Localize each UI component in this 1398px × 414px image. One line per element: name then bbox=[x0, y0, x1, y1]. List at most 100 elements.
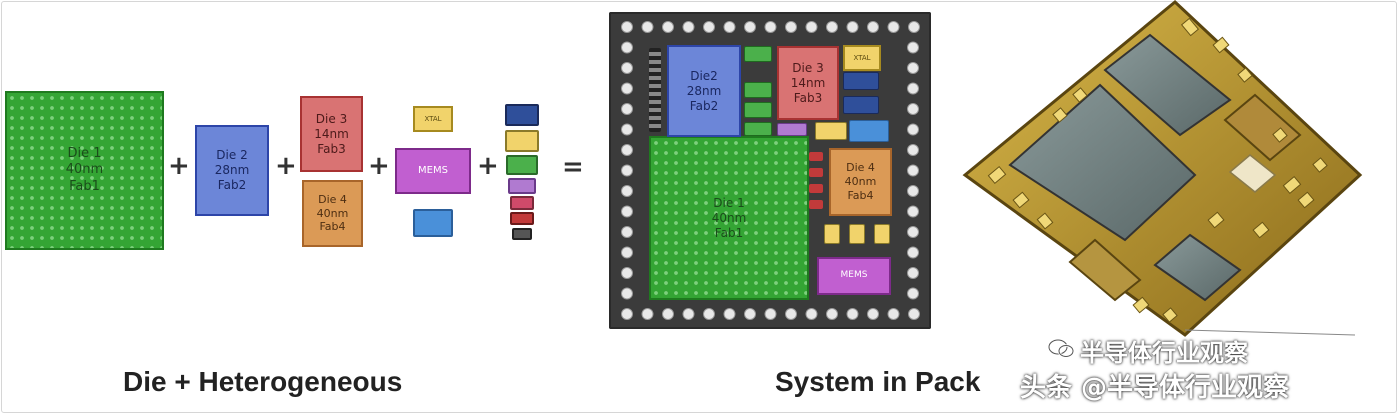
package-pad bbox=[621, 62, 633, 74]
board-wire bbox=[1184, 329, 1356, 336]
sip-yellow-cap-1 bbox=[824, 224, 840, 244]
package-pad bbox=[907, 144, 919, 156]
package-pad bbox=[662, 308, 674, 320]
package-pad bbox=[621, 164, 633, 177]
package-pad bbox=[703, 21, 715, 33]
sip-die4-block: Die 4 40nm Fab4 bbox=[829, 148, 892, 216]
sip-blue-passive-3 bbox=[849, 120, 889, 142]
sip-die3-node: 14nm bbox=[790, 75, 826, 90]
die3-node: 14nm bbox=[314, 126, 349, 141]
die1-block: Die 1 40nm Fab1 bbox=[5, 91, 164, 250]
package-pad bbox=[621, 82, 633, 95]
package-pad bbox=[621, 287, 633, 300]
package-pad bbox=[867, 21, 879, 33]
sip-die4-name: Die 4 bbox=[846, 161, 875, 175]
equals-sign: = bbox=[562, 152, 584, 182]
sip-blue-passive-1 bbox=[843, 72, 879, 90]
package-pad bbox=[908, 308, 920, 320]
package-pad bbox=[846, 308, 859, 320]
plus-sign-1: + bbox=[168, 151, 190, 181]
passive-resistor-1 bbox=[508, 178, 536, 194]
package-pad bbox=[764, 308, 777, 320]
sip-pad-ring bbox=[621, 21, 920, 320]
package-pad bbox=[621, 205, 633, 218]
sip-die1-fab: Fab1 bbox=[714, 225, 744, 240]
package-pad bbox=[907, 287, 919, 300]
mems-block: MEMS bbox=[395, 148, 471, 194]
package-pad bbox=[908, 21, 920, 33]
sip-die4-fab: Fab4 bbox=[847, 188, 874, 202]
package-pad bbox=[907, 185, 919, 197]
package-pad bbox=[703, 308, 715, 320]
die1-node: 40nm bbox=[65, 162, 104, 178]
package-pad bbox=[907, 123, 919, 136]
board-main-die bbox=[1008, 83, 1197, 242]
sip-die3-block: Die 3 14nm Fab3 bbox=[777, 46, 839, 120]
package-pad bbox=[846, 21, 859, 33]
sip-xtal-component: XTAL bbox=[843, 45, 881, 71]
package-pad bbox=[907, 41, 919, 54]
sip-purple-passive-1 bbox=[777, 123, 807, 136]
package-pad bbox=[907, 205, 919, 218]
die4-block: Die 4 40nm Fab4 bbox=[302, 180, 363, 247]
package-pad bbox=[907, 103, 919, 115]
package-pad bbox=[805, 21, 818, 33]
package-pad bbox=[723, 21, 736, 33]
sip-die1-node: 40nm bbox=[711, 210, 747, 225]
package-pad bbox=[744, 308, 756, 320]
die4-name: Die 4 bbox=[318, 192, 347, 206]
passive-capacitor-2 bbox=[505, 130, 539, 152]
package-pad bbox=[621, 185, 633, 197]
die2-node: 28nm bbox=[214, 163, 250, 177]
sip-package: Die 1 40nm Fab1 Die2 28nm Fab2 Die 3 14n… bbox=[609, 12, 931, 329]
passive-resistor-2 bbox=[510, 196, 534, 210]
passive-resistor-4 bbox=[512, 228, 532, 240]
sip-green-passive-4 bbox=[744, 122, 772, 136]
die2-fab: Fab2 bbox=[217, 178, 247, 192]
plus-sign-3: + bbox=[368, 151, 390, 181]
caption-system-in-package: System in Pack bbox=[775, 366, 981, 397]
sip-die1-block: Die 1 40nm Fab1 bbox=[649, 136, 809, 300]
package-pad bbox=[621, 246, 633, 259]
sip-yellow-cap-2 bbox=[849, 224, 865, 244]
board-smd-pads bbox=[987, 17, 1328, 323]
sip-red-passive-1 bbox=[809, 152, 823, 161]
package-pad bbox=[867, 308, 879, 320]
package-pad bbox=[621, 21, 633, 33]
die2-name: Die 2 bbox=[216, 148, 248, 162]
package-pad bbox=[887, 308, 900, 320]
sip-die2-fab: Fab2 bbox=[689, 98, 719, 113]
package-pad bbox=[744, 21, 756, 33]
package-pad bbox=[621, 144, 633, 156]
sip-left-passive-column bbox=[649, 48, 661, 132]
watermark-bottom: 头条 @半导体行业观察 bbox=[1020, 373, 1290, 403]
caption-die-heterogeneous: Die + Heterogeneous bbox=[123, 366, 403, 397]
package-pad bbox=[826, 308, 838, 320]
sip-die3-fab: Fab3 bbox=[793, 90, 823, 105]
board-die-5 bbox=[1068, 238, 1142, 302]
package-pad bbox=[641, 21, 654, 33]
die1-fab: Fab1 bbox=[69, 178, 100, 194]
package-pad bbox=[785, 308, 797, 320]
blue-passive-chip bbox=[413, 209, 453, 237]
package-pad bbox=[907, 82, 919, 95]
sip-xtal-label: XTAL bbox=[853, 53, 871, 62]
package-pad bbox=[621, 41, 633, 54]
die2-block: Die 2 28nm Fab2 bbox=[195, 125, 269, 216]
sip-green-passive-3 bbox=[744, 102, 772, 118]
sip-red-passive-4 bbox=[809, 200, 823, 209]
xtal-component: XTAL bbox=[413, 106, 453, 132]
board-die-3 bbox=[1153, 233, 1242, 302]
package-pad bbox=[907, 267, 919, 279]
package-pad bbox=[887, 21, 900, 33]
sip-die1-name: Die 1 bbox=[713, 195, 745, 210]
mems-label: MEMS bbox=[418, 164, 448, 176]
board-white-component bbox=[1228, 154, 1277, 193]
sip-mems-block: MEMS bbox=[817, 257, 891, 295]
sip-yellow-passive-1 bbox=[815, 122, 847, 140]
sip-die2-node: 28nm bbox=[686, 83, 722, 98]
xtal-label: XTAL bbox=[424, 114, 442, 123]
sip-board-photo bbox=[962, 0, 1363, 337]
die1-name: Die 1 bbox=[67, 146, 102, 162]
